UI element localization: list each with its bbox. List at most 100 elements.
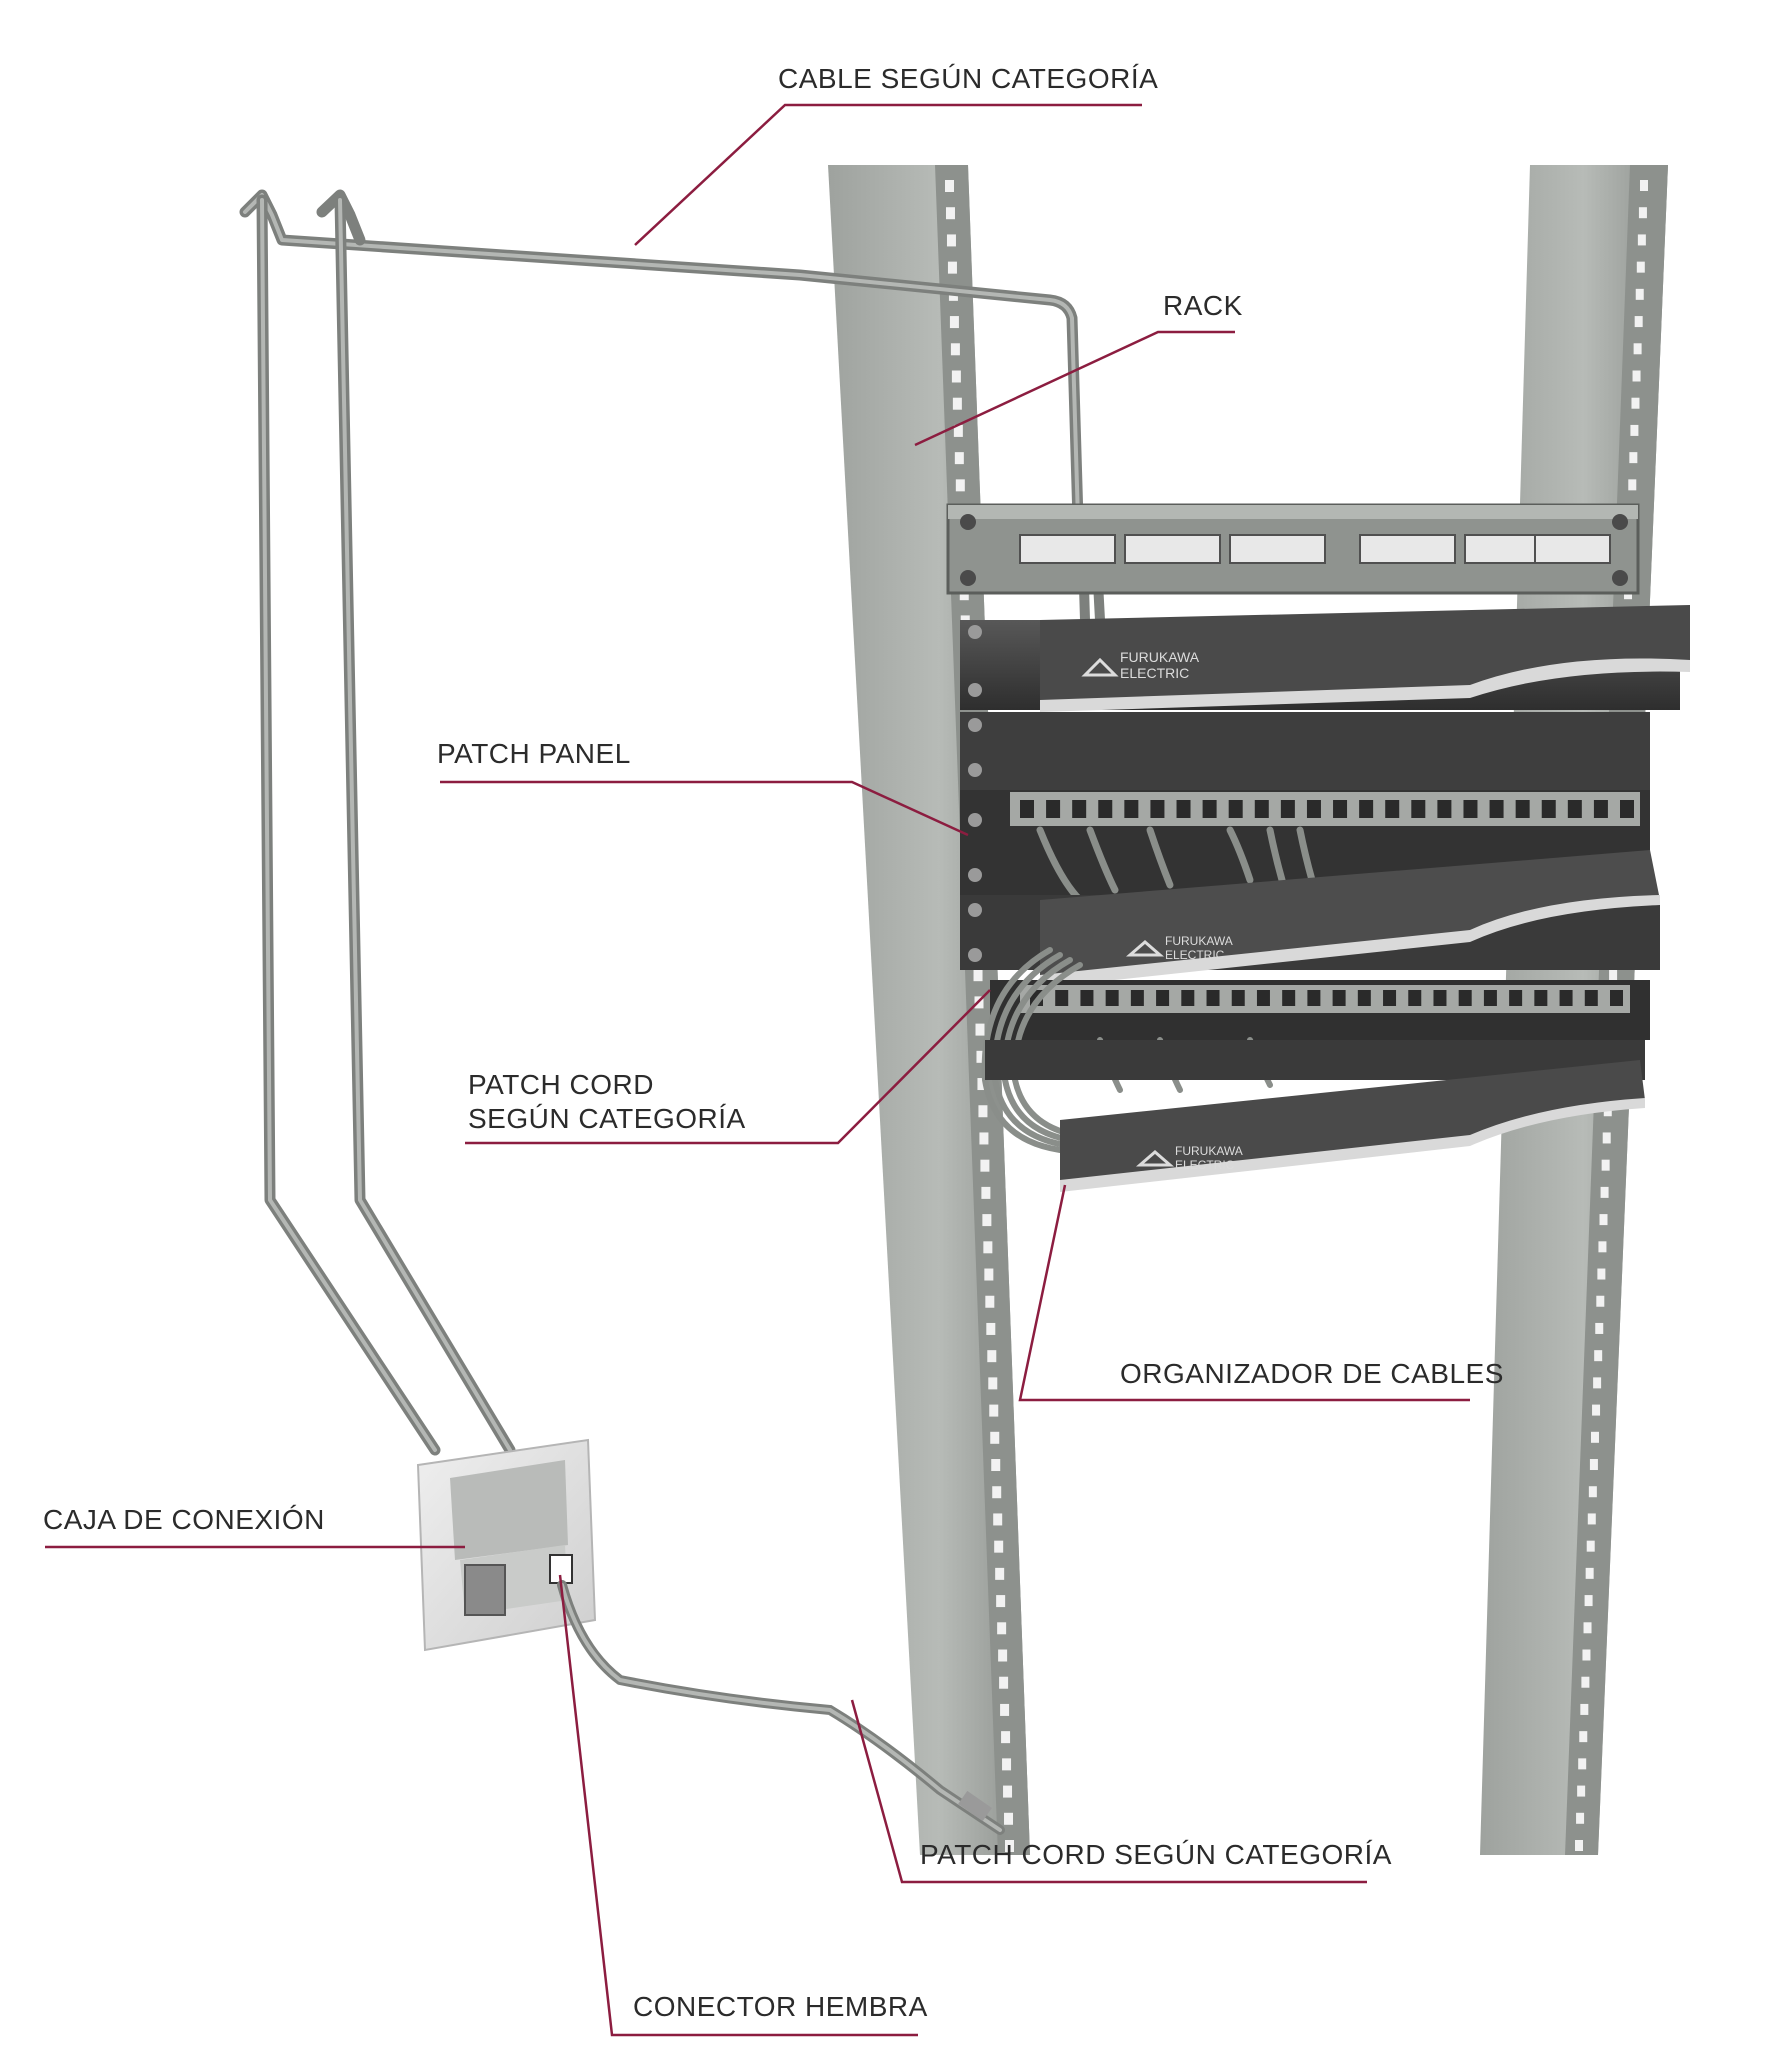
- rack-hole: [987, 1350, 997, 1363]
- patch-port: [1072, 800, 1087, 818]
- patch-panel-2: [990, 980, 1650, 1040]
- patch-port: [1231, 990, 1245, 1006]
- rack-hole: [1582, 1649, 1591, 1661]
- rack-hole: [1001, 1731, 1011, 1744]
- brand-logo-3-sub: ELECTRIC: [1175, 1158, 1235, 1172]
- patch-port: [1098, 800, 1113, 818]
- patch-port: [1080, 990, 1094, 1006]
- rack-hole: [978, 1105, 988, 1118]
- rack-hole: [1586, 1540, 1595, 1552]
- patch-port: [1332, 990, 1346, 1006]
- rack-hole: [999, 1676, 1009, 1689]
- patch-port: [1020, 800, 1034, 818]
- rack-hole: [1633, 343, 1642, 355]
- label-rack: RACK: [1163, 290, 1243, 321]
- rack-hole: [1584, 1595, 1593, 1607]
- rack-hole: [983, 1241, 993, 1254]
- patch-port: [1156, 990, 1170, 1006]
- patch-port: [1458, 990, 1472, 1006]
- patch-port: [1463, 800, 1478, 818]
- rack-hole: [1632, 370, 1641, 382]
- rack-hole: [1599, 1214, 1608, 1226]
- patch-port: [1489, 800, 1504, 818]
- patch-port: [1181, 990, 1195, 1006]
- patch-port: [1105, 990, 1119, 1006]
- rack-hole: [1575, 1840, 1583, 1851]
- rack-hole: [1581, 1676, 1590, 1688]
- rack-hole: [1629, 452, 1638, 464]
- rack-hole: [1585, 1567, 1594, 1579]
- brand-logo-1-sub: ELECTRIC: [1120, 665, 1189, 681]
- rack-hole: [1601, 1159, 1610, 1171]
- patch-port: [1610, 990, 1623, 1006]
- rack-hole: [1598, 1241, 1607, 1253]
- rack-hole: [1640, 180, 1648, 191]
- patch-port: [1333, 800, 1348, 818]
- rack-hole: [986, 1322, 996, 1335]
- rack-hole: [1004, 1812, 1014, 1825]
- patch-port: [1411, 800, 1426, 818]
- rack-hole: [1590, 1431, 1599, 1443]
- rack-hole: [1579, 1731, 1588, 1743]
- rack-hole: [1577, 1785, 1586, 1797]
- leader-female-connector: [558, 1574, 918, 2037]
- patch-panel-ports: [1020, 800, 1634, 818]
- cable-organizer-1: FURUKAWA ELECTRIC: [960, 605, 1690, 712]
- brand-logo-2: FURUKAWA: [1165, 934, 1233, 948]
- cable-runs: [239, 189, 1105, 1456]
- patch-port: [1150, 800, 1165, 818]
- rack-hole: [953, 424, 963, 437]
- rack-hole: [1638, 207, 1647, 219]
- rack-hole: [991, 1459, 1001, 1472]
- patch-port: [1055, 990, 1069, 1006]
- rack-hole: [1597, 1268, 1606, 1280]
- label-patch-cord-rack-line1: PATCH CORD: [468, 1069, 654, 1100]
- patch-port: [1359, 800, 1374, 818]
- connection-box: [416, 1438, 597, 1652]
- patch-port: [1584, 990, 1598, 1006]
- patch-port: [1256, 990, 1270, 1006]
- rack-hole: [1628, 479, 1637, 491]
- rack-hole: [1587, 1513, 1596, 1525]
- rack-hole: [949, 316, 959, 329]
- rack-hole: [952, 397, 962, 410]
- rack-hole: [1635, 288, 1644, 300]
- rack-hole: [947, 261, 957, 274]
- patch-port: [1130, 990, 1144, 1006]
- rack-hole: [992, 1486, 1002, 1499]
- rack-hole: [1005, 1840, 1014, 1852]
- rack-hole: [955, 479, 965, 492]
- patch-panel-cords: [1036, 826, 1316, 904]
- rack-hole: [1002, 1758, 1012, 1771]
- rack-hole: [1636, 261, 1645, 273]
- rack-hole: [1594, 1350, 1603, 1362]
- patch-port: [1254, 800, 1269, 818]
- rack-hole: [1596, 1295, 1605, 1307]
- rack-hole: [1578, 1758, 1587, 1770]
- rack-hole: [1630, 424, 1639, 436]
- cable-organizer-3: FURUKAWA ELECTRIC: [985, 1040, 1645, 1192]
- rack-hole: [1589, 1459, 1598, 1471]
- label-female-connector: CONECTOR HEMBRA: [633, 1991, 928, 2022]
- patch-port: [1541, 800, 1556, 818]
- patch-port: [1509, 990, 1523, 1006]
- leader-patch-panel: [440, 780, 969, 837]
- brand-logo-2-sub: ELECTRIC: [1165, 948, 1225, 962]
- patch-port: [1515, 800, 1530, 818]
- rack-hole: [990, 1431, 1000, 1444]
- patch-port: [1385, 800, 1400, 818]
- leader-patch-cord-rack: [465, 989, 991, 1145]
- rack-hole: [997, 1622, 1007, 1635]
- patch-port: [1228, 800, 1243, 818]
- patch-port: [1280, 800, 1295, 818]
- rack-hole: [1634, 316, 1643, 328]
- rack-hole: [1003, 1785, 1013, 1798]
- label-organizer: ORGANIZADOR DE CABLES: [1120, 1358, 1504, 1389]
- patch-port: [1176, 800, 1191, 818]
- patch-port: [1534, 990, 1548, 1006]
- rack-hole: [1600, 1186, 1609, 1198]
- rack-hole: [996, 1595, 1006, 1608]
- patch-panel-2-ports: [1030, 990, 1623, 1006]
- rack-hole: [945, 180, 954, 192]
